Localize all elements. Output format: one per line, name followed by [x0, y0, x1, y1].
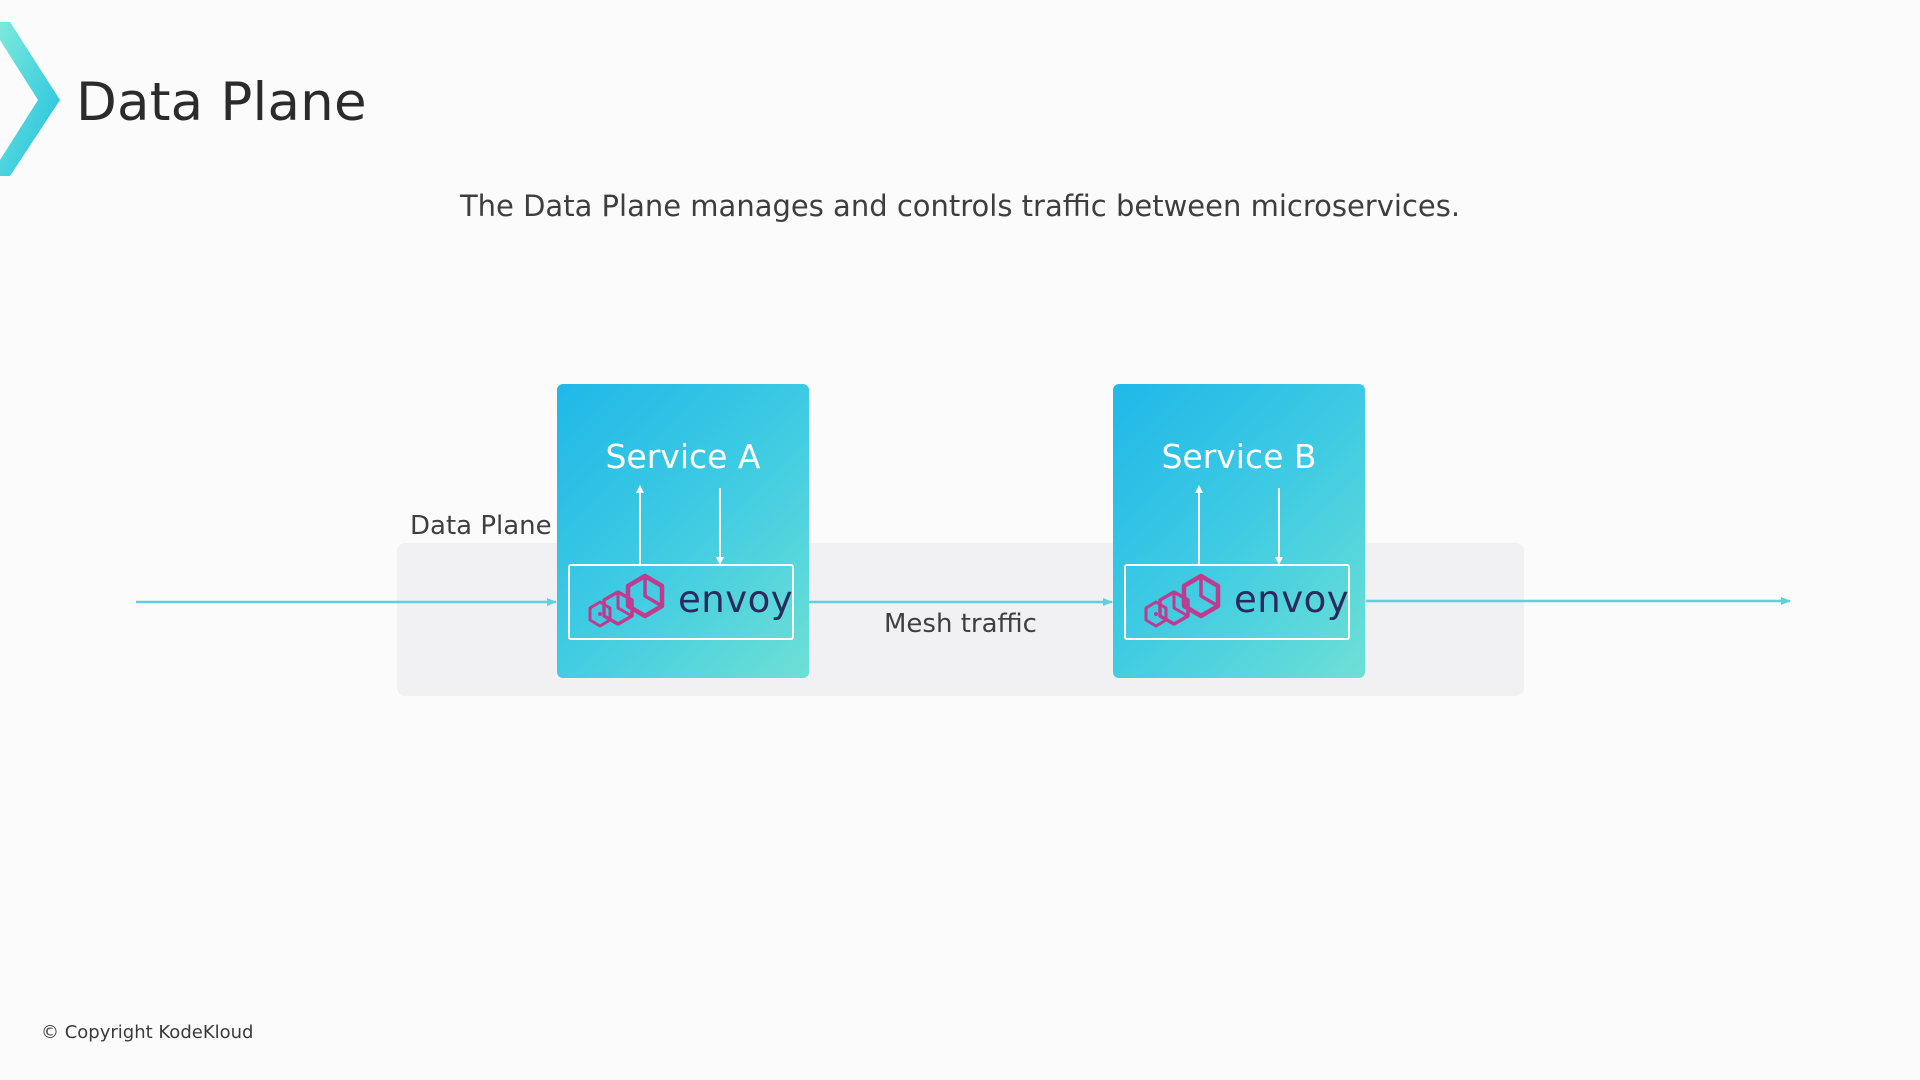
copyright-notice: © Copyright KodeKloud: [41, 1022, 254, 1043]
service-b-sidecar-arrows: [1195, 485, 1283, 565]
service-b-box: Service B envoy: [1113, 384, 1365, 678]
page-subtitle: The Data Plane manages and controls traf…: [459, 189, 1461, 223]
page-title: Data Plane: [76, 72, 367, 133]
service-a-sidecar-arrows: [636, 485, 724, 565]
service-b-envoy-label: envoy: [1234, 578, 1350, 621]
service-a-envoy-proxy: envoy: [568, 564, 794, 640]
service-b-title: Service B: [1161, 437, 1317, 476]
service-a-box: Service A envoy: [557, 384, 809, 678]
service-a-title: Service A: [605, 437, 761, 476]
mesh-traffic-label: Mesh traffic: [884, 609, 1037, 639]
envoy-logo-icon: [1144, 573, 1221, 628]
service-a-envoy-label: envoy: [678, 578, 794, 621]
kodekloud-chevron-icon: [0, 22, 60, 176]
service-b-envoy-proxy: envoy: [1124, 564, 1350, 640]
envoy-logo-icon: [588, 573, 665, 628]
data-plane-label: Data Plane: [410, 511, 552, 541]
